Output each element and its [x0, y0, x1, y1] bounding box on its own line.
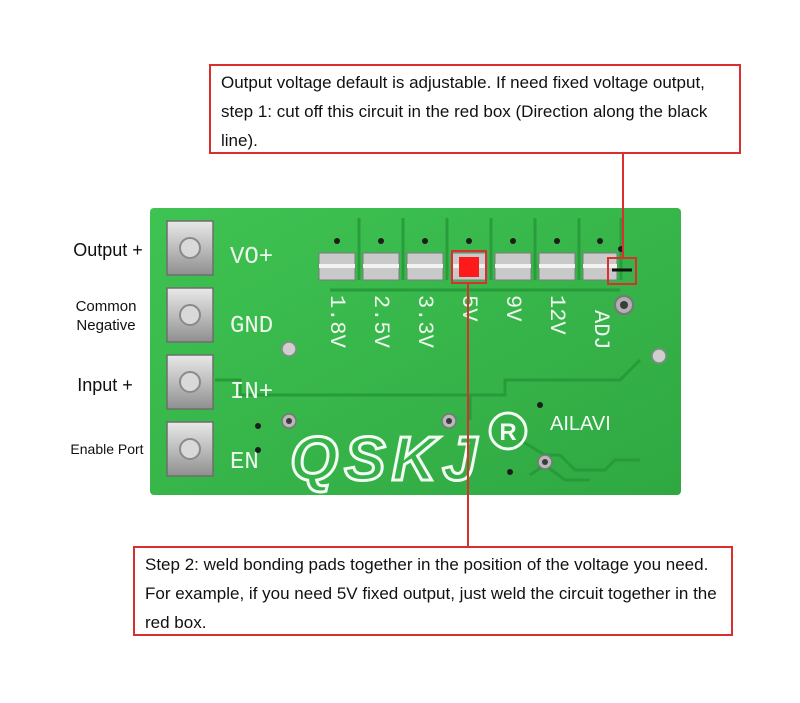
highlight-fill-5v [459, 257, 479, 277]
pin-hole-in [179, 371, 201, 393]
pin-label-gnd: GND [230, 313, 273, 340]
voltage-label: 12V [544, 295, 569, 335]
pin-label-en: EN [230, 449, 259, 476]
label-enable-port: Enable Port [70, 441, 144, 457]
voltage-label: 3.3V [412, 295, 437, 349]
board-traces [215, 288, 642, 482]
pin-label-in: IN+ [230, 379, 273, 406]
label-common-negative: Common Negative [50, 297, 162, 335]
vias [255, 238, 624, 475]
voltage-label: 2.5V [368, 295, 393, 349]
callout-step1: Output voltage default is adjustable. If… [209, 64, 741, 154]
label-common-line2: Negative [76, 317, 136, 334]
pin-label-vo: VO+ [230, 244, 273, 271]
pin-pads [166, 220, 214, 477]
label-input: Input + [77, 375, 133, 395]
brand-label: AILAVI [550, 413, 611, 435]
pin-hole-en [179, 438, 201, 460]
registered-mark-ring [488, 411, 528, 451]
pin-hole-vo [179, 237, 201, 259]
board-logo: QSKJ [290, 425, 483, 494]
label-output: Output + [73, 240, 143, 260]
voltage-label: 9V [500, 295, 525, 322]
registered-mark: R [499, 419, 516, 446]
voltage-label: 1.8V [324, 295, 349, 349]
pin-hole-gnd [179, 304, 201, 326]
callout-step2: Step 2: weld bonding pads together in th… [133, 546, 733, 636]
mounting-holes [281, 295, 667, 470]
voltage-label: ADJ [588, 310, 613, 350]
label-common-line1: Common [75, 298, 137, 315]
